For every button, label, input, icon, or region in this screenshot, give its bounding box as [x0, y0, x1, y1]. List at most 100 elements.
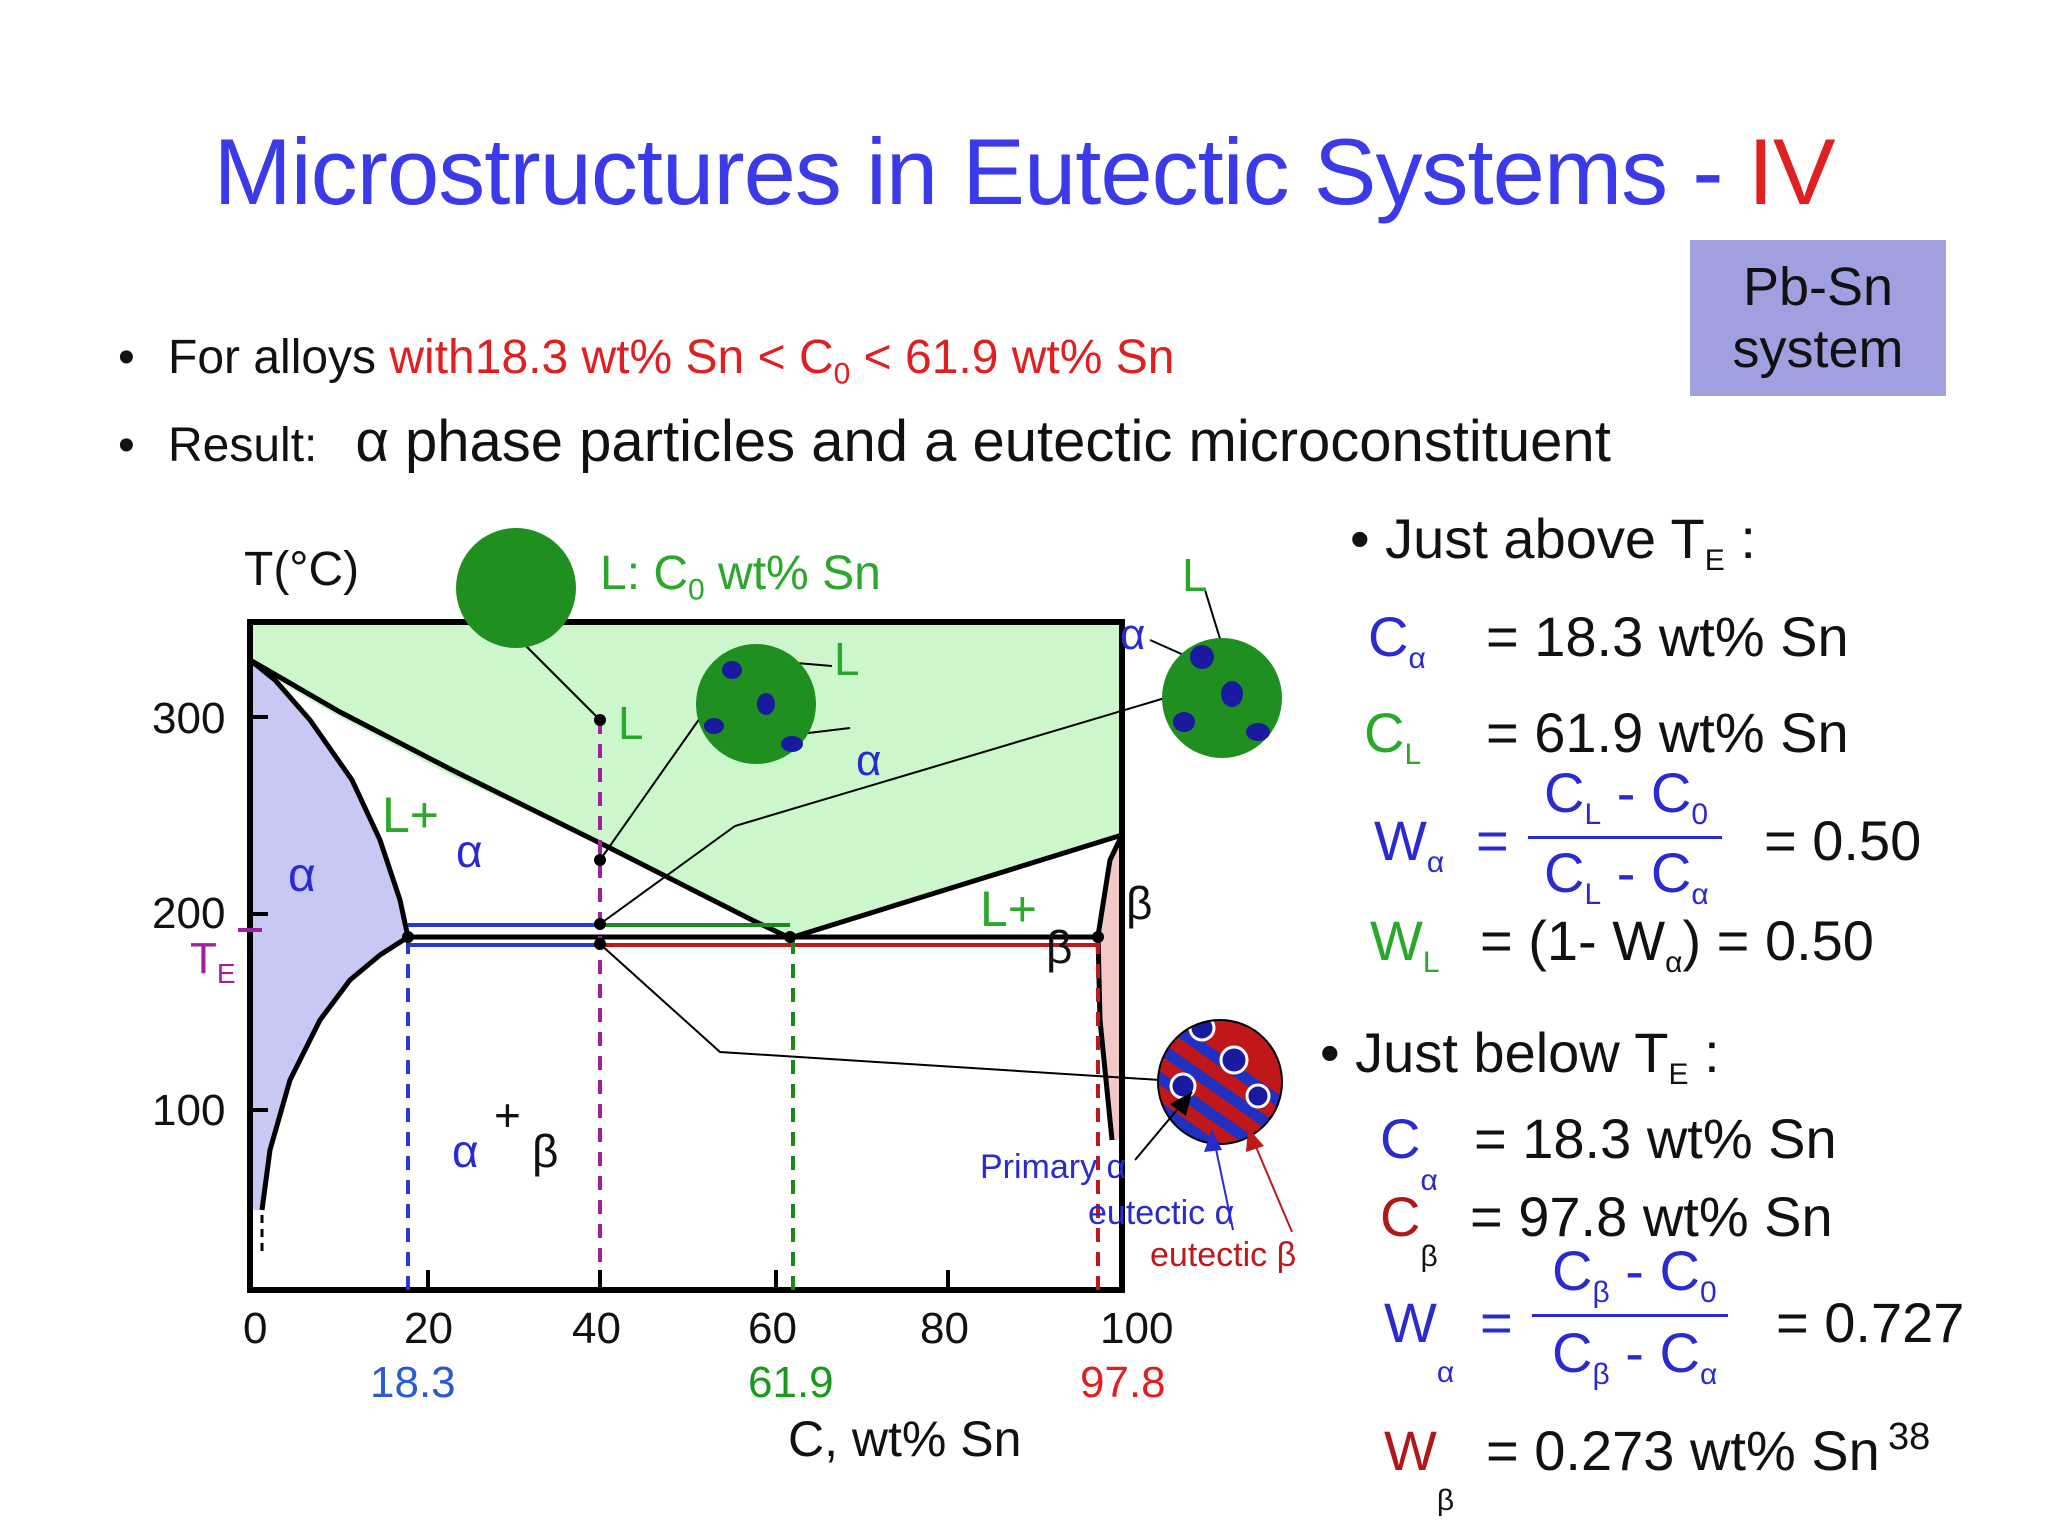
c-l-sym: CL [1364, 700, 1421, 772]
c-alpha-sub: α [1408, 642, 1426, 676]
x-axis-label: C, wt% Sn [788, 1411, 1022, 1467]
above-te-colon: : [1724, 507, 1756, 570]
arrow-head-eu-alpha [1204, 1130, 1222, 1152]
w-alpha2-sub: α [1436, 1356, 1455, 1390]
w-alpha-num-c: C [1544, 761, 1585, 824]
w-alpha2-fraction-bar [1532, 1314, 1728, 1317]
w-alpha2-sym: Wα [1384, 1290, 1454, 1389]
point-L-label: L [618, 697, 644, 749]
bullet-alloys-range-b: < 61.9 wt% Sn [850, 331, 1175, 384]
below-te-sub: E [1668, 1058, 1689, 1092]
leader-liquid [519, 639, 601, 721]
eutectic-beta-label: eutectic β [1150, 1236, 1297, 1274]
slide-title: Microstructures in Eutectic Systems - IV [0, 118, 2048, 226]
solidus-left [248, 658, 411, 938]
x-tick-label-0: 0 [243, 1304, 268, 1353]
w-l-value-a: = (1- W [1480, 909, 1666, 972]
w-alpha-num-sub2: 0 [1691, 798, 1709, 832]
te-label: TE [190, 934, 236, 990]
w-alpha2-den-sub2: α [1699, 1358, 1718, 1392]
w-beta-value: = 0.273 wt% Sn [1486, 1419, 1880, 1482]
bullet-dot-icon: • [118, 419, 135, 472]
w-alpha2-num-mid: - C [1609, 1239, 1700, 1302]
slide-title-roman: IV [1747, 119, 1836, 224]
eutectic-microstructure [1158, 1020, 1282, 1144]
w-alpha2-num-sub1: β [1592, 1276, 1610, 1310]
liquid-comp-label: L: C0 wt% Sn [600, 546, 881, 608]
bullet-result-prefix: Result: [168, 419, 318, 472]
w-alpha2-value: = 0.727 [1776, 1291, 1965, 1354]
right-L-label: L [1182, 549, 1208, 601]
plot-frame [247, 619, 1125, 1293]
x-tick-label-60: 60 [748, 1304, 797, 1353]
region-ab-beta: β [532, 1125, 559, 1177]
bullet-alloys: •For alloys with18.3 wt% Sn < C0 < 61.9 … [118, 330, 1174, 392]
c-alpha2-sub: α [1420, 1164, 1438, 1198]
c-l-value: = 61.9 wt% Sn [1486, 701, 1849, 764]
leader-mid [599, 717, 701, 861]
point-c-beta [1092, 931, 1104, 943]
bullet-alloys-prefix: For alloys [168, 331, 390, 384]
w-beta-sub: β [1436, 1484, 1455, 1518]
w-alpha2-num-sub2: 0 [1699, 1276, 1717, 1310]
w-alpha2-den-c: C [1552, 1321, 1593, 1384]
below-te-heading: • Just below TE : [1320, 1021, 1720, 1092]
y-tick-label-300: 300 [152, 694, 226, 743]
leader-bottom [599, 943, 1161, 1081]
below-te-colon: : [1688, 1021, 1720, 1084]
mid-alpha-label: α [856, 736, 882, 785]
above-te-text: Just above T [1385, 507, 1705, 570]
point-c-alpha [402, 931, 414, 943]
right-alpha-label: α [1120, 610, 1146, 659]
bullet-alloys-sub: 0 [833, 357, 851, 391]
below-te-text: Just below T [1355, 1021, 1669, 1084]
c-alpha-value: = 18.3 wt% Sn [1486, 605, 1849, 668]
x-tick-label-80: 80 [920, 1304, 969, 1353]
w-alpha2-den-mid: - C [1609, 1321, 1700, 1384]
region-alpha: α [288, 849, 316, 902]
alpha-particles-right [1173, 645, 1270, 741]
y-tick-label-200: 200 [152, 889, 226, 938]
w-alpha2-den-sub1: β [1592, 1358, 1610, 1392]
c-beta-sym-text: C [1380, 1185, 1421, 1248]
page-number: 38 [1888, 1416, 1931, 1458]
c-alpha2-sym: Cα [1380, 1106, 1438, 1197]
w-alpha2-num-c: C [1552, 1239, 1593, 1302]
w-alpha-sym-text: W [1374, 809, 1427, 872]
w-alpha-den-sub2: α [1691, 878, 1709, 912]
region-ab-plus: + [494, 1089, 521, 1141]
y-axis-label: T(°C) [244, 543, 360, 596]
w-alpha-den-sub1: L [1584, 878, 1602, 912]
c-alpha2-sym-text: C [1380, 1107, 1421, 1170]
system-line1: Pb-Sn [1742, 257, 1894, 317]
comp-label-97-8: 97.8 [1080, 1358, 1166, 1407]
liquid-comp-text-b: wt% Sn [704, 547, 881, 600]
above-te-sub: E [1704, 544, 1725, 578]
w-l-value-sub: α [1665, 946, 1683, 980]
w-l-sym-text: W [1370, 909, 1423, 972]
w-alpha-value: = 0.50 [1764, 809, 1922, 872]
alpha-particles-mid [704, 661, 803, 752]
liquid-comp-sub: 0 [688, 573, 705, 607]
c-l-sym-text: C [1364, 701, 1405, 764]
comp-label-18-3: 18.3 [370, 1358, 456, 1407]
w-alpha2-numerator: Cβ - C0 [1552, 1238, 1717, 1310]
w-alpha-fraction-bar [1528, 836, 1722, 839]
region-l-plus-alpha: α [456, 825, 483, 877]
arrow-head-eu-beta [1246, 1128, 1264, 1152]
w-beta-sym-text: W [1384, 1419, 1437, 1482]
te-label-sub: E [216, 957, 236, 989]
w-alpha2-denominator: Cβ - Cα [1552, 1320, 1717, 1392]
w-l-sym: WL [1370, 908, 1440, 980]
leader-right [599, 697, 1166, 925]
arrow-head-primary [1170, 1092, 1192, 1116]
c-beta-value: = 97.8 wt% Sn [1470, 1185, 1833, 1248]
bullet-alloys-range-a: with18.3 wt% Sn < C [389, 331, 834, 384]
y-tick-label-100: 100 [152, 1086, 226, 1135]
w-alpha-num-sub1: L [1584, 798, 1602, 832]
w-alpha2-eq: = [1480, 1291, 1513, 1354]
alpha-region [250, 660, 408, 1210]
comp-label-61-9: 61.9 [748, 1358, 834, 1407]
bullet-result: •Result:α phase particles and a eutectic… [118, 408, 1611, 475]
